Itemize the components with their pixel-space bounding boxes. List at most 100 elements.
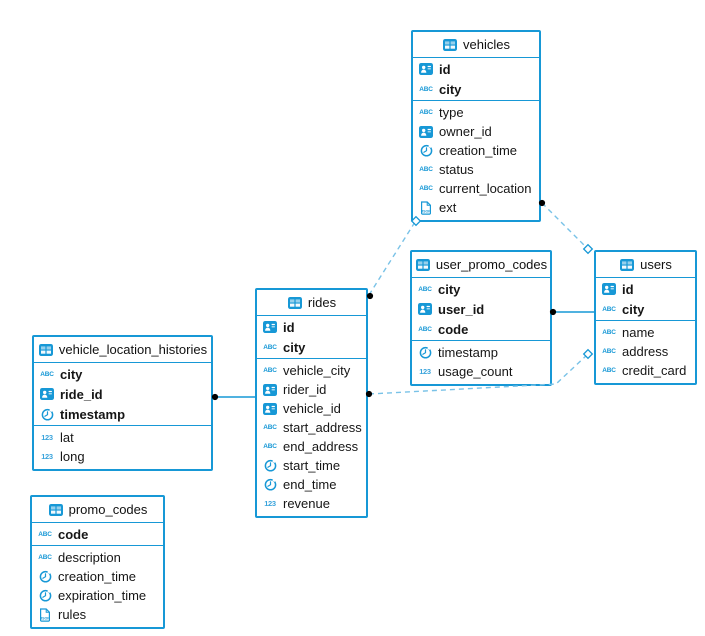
text-type-icon: ABC bbox=[418, 325, 432, 333]
text-type-icon: ABC bbox=[602, 367, 616, 374]
key-columns-section: id ABC city bbox=[413, 58, 539, 101]
table-icon bbox=[38, 343, 54, 356]
table-name: users bbox=[640, 257, 672, 272]
text-type-icon: ABC bbox=[263, 443, 277, 450]
timestamp-type-icon bbox=[37, 570, 53, 583]
table-promo_codes[interactable]: promo_codes ABC code ABC description cre… bbox=[30, 495, 165, 629]
table-user_promo_codes[interactable]: user_promo_codes ABC city user_id ABC co… bbox=[410, 250, 552, 386]
column-row: ABC type bbox=[413, 103, 539, 122]
number-type-icon: 123 bbox=[264, 499, 276, 508]
columns-section: ABC type owner_id creation_time ABC stat… bbox=[413, 101, 539, 220]
column-name: expiration_time bbox=[58, 588, 147, 603]
column-row: expiration_time bbox=[32, 586, 163, 605]
column-name: city bbox=[622, 301, 645, 317]
columns-section: ABC vehicle_city rider_id vehicle_id ABC… bbox=[257, 359, 366, 516]
relation-vehicle_location_histories-to-rides bbox=[211, 393, 256, 401]
column-row: start_time bbox=[257, 456, 366, 475]
text-type-icon: ABC bbox=[263, 424, 277, 431]
column-name: vehicle_id bbox=[283, 401, 341, 416]
uuid-type-icon bbox=[262, 402, 278, 415]
column-row: ABC description bbox=[32, 548, 163, 567]
column-name: current_location bbox=[439, 181, 532, 196]
column-name: type bbox=[439, 105, 464, 120]
timestamp-type-icon bbox=[417, 346, 433, 359]
uuid-type-icon bbox=[39, 388, 55, 400]
text-type-icon: ABC bbox=[38, 554, 52, 561]
column-row: timestamp bbox=[34, 404, 211, 424]
column-row: 123 lat bbox=[34, 428, 211, 447]
table-icon bbox=[442, 38, 458, 51]
timestamp-type-icon bbox=[418, 144, 434, 157]
uuid-type-icon bbox=[418, 125, 434, 138]
svg-text:JSON: JSON bbox=[40, 616, 50, 620]
text-type-icon: ABC bbox=[602, 348, 616, 355]
table-icon bbox=[287, 296, 303, 309]
column-row: ABC city bbox=[412, 279, 550, 299]
key-columns-section: id ABC city bbox=[257, 316, 366, 359]
column-row: owner_id bbox=[413, 122, 539, 141]
table-header: user_promo_codes bbox=[412, 252, 550, 278]
column-row: ABC address bbox=[596, 342, 695, 361]
column-name: start_address bbox=[283, 420, 362, 435]
table-name: user_promo_codes bbox=[435, 257, 548, 272]
uuid-type-icon bbox=[262, 321, 278, 333]
column-name: end_time bbox=[283, 477, 337, 492]
key-columns-section: ABC city user_id ABC code bbox=[412, 278, 550, 341]
column-name: revenue bbox=[283, 496, 330, 511]
column-row: timestamp bbox=[412, 343, 550, 362]
column-row: ride_id bbox=[34, 384, 211, 404]
table-users[interactable]: users id ABC city ABC name ABC address A… bbox=[594, 250, 697, 385]
column-name: ride_id bbox=[60, 386, 103, 402]
text-type-icon: ABC bbox=[419, 185, 433, 192]
columns-section: ABC description creation_time expiration… bbox=[32, 546, 163, 627]
text-type-icon: ABC bbox=[263, 367, 277, 374]
relation-line[interactable] bbox=[368, 221, 416, 296]
column-name: rules bbox=[58, 607, 87, 622]
column-name: city bbox=[60, 366, 83, 382]
column-name: id bbox=[622, 281, 634, 297]
column-name: rider_id bbox=[283, 382, 327, 397]
column-name: creation_time bbox=[58, 569, 137, 584]
column-row: id bbox=[596, 279, 695, 299]
column-name: creation_time bbox=[439, 143, 518, 158]
column-row: ABC city bbox=[596, 299, 695, 319]
column-name: address bbox=[622, 344, 669, 359]
column-name: city bbox=[438, 281, 461, 297]
text-type-icon: ABC bbox=[38, 530, 52, 538]
column-name: name bbox=[622, 325, 655, 340]
column-name: code bbox=[58, 526, 89, 542]
table-vehicle_location_histories[interactable]: vehicle_location_histories ABC city ride… bbox=[32, 335, 213, 471]
timestamp-type-icon bbox=[262, 478, 278, 491]
column-row: ABC code bbox=[32, 524, 163, 544]
column-name: end_address bbox=[283, 439, 359, 454]
column-name: description bbox=[58, 550, 121, 565]
uuid-type-icon bbox=[418, 63, 434, 75]
timestamp-type-icon bbox=[39, 408, 55, 421]
table-vehicles[interactable]: vehicles id ABC city ABC type owner_id c… bbox=[411, 30, 541, 222]
table-name: promo_codes bbox=[68, 502, 148, 517]
text-type-icon: ABC bbox=[263, 343, 277, 351]
table-icon bbox=[48, 503, 64, 516]
table-header: vehicles bbox=[413, 32, 539, 58]
relation-line[interactable] bbox=[368, 353, 589, 395]
relation-line[interactable] bbox=[541, 202, 589, 250]
text-type-icon: ABC bbox=[602, 305, 616, 313]
column-name: ext bbox=[439, 200, 457, 215]
key-columns-section: ABC code bbox=[32, 523, 163, 546]
number-type-icon: 123 bbox=[41, 433, 53, 442]
column-row: JSON ext bbox=[413, 198, 539, 217]
timestamp-type-icon bbox=[37, 589, 53, 602]
table-header: vehicle_location_histories bbox=[34, 337, 211, 363]
column-row: creation_time bbox=[32, 567, 163, 586]
column-row: id bbox=[413, 59, 539, 79]
column-name: owner_id bbox=[439, 124, 492, 139]
column-name: timestamp bbox=[438, 345, 498, 360]
column-row: ABC vehicle_city bbox=[257, 361, 366, 380]
column-name: usage_count bbox=[438, 364, 513, 379]
svg-text:JSON: JSON bbox=[421, 209, 431, 213]
text-type-icon: ABC bbox=[602, 329, 616, 336]
table-icon bbox=[619, 258, 635, 271]
table-rides[interactable]: rides id ABC city ABC vehicle_city rider… bbox=[255, 288, 368, 518]
column-name: start_time bbox=[283, 458, 341, 473]
column-row: ABC current_location bbox=[413, 179, 539, 198]
